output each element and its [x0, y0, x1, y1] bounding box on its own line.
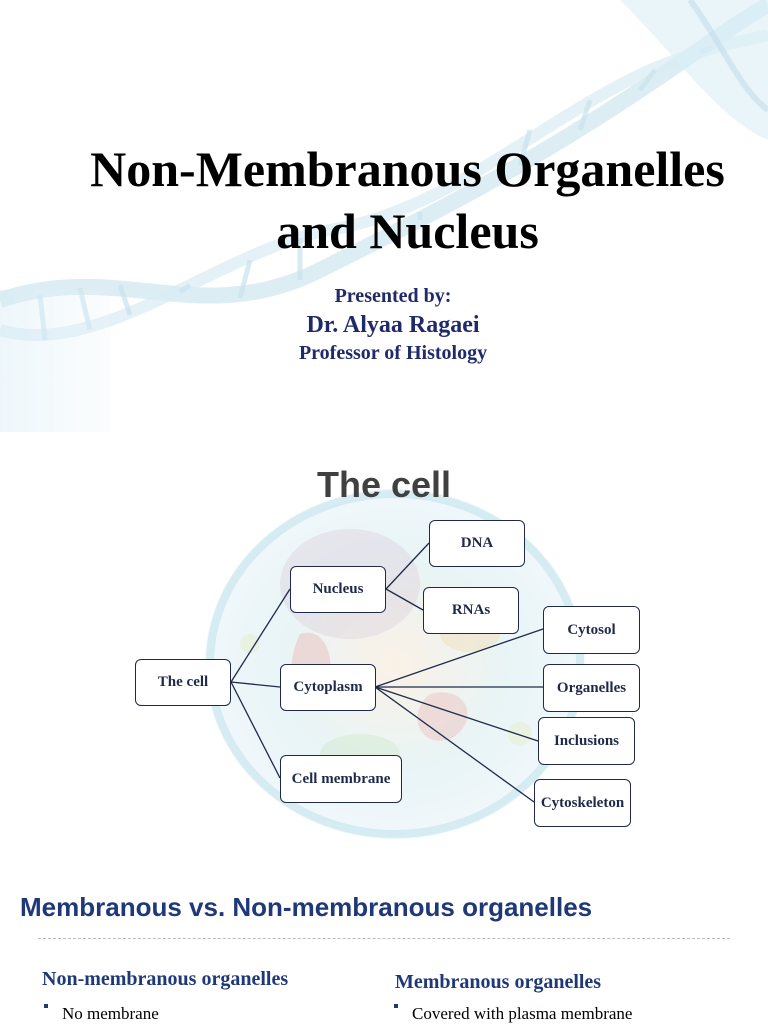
comparison-slide: Membranous vs. Non-membranous organelles…: [0, 866, 768, 1024]
diagram-connectors: [230, 542, 544, 803]
membranous-bullet-text: Covered with plasma membrane: [412, 1004, 633, 1023]
title-line-1: Non-Membranous Organelles: [90, 141, 725, 197]
non-membranous-bullet-text: No membrane: [62, 1004, 159, 1023]
non-membranous-heading: Non-membranous organelles: [42, 968, 289, 990]
node-organelles: Organelles: [543, 664, 640, 712]
author-role: Professor of Histology: [298, 342, 488, 364]
bullet-icon: [44, 1004, 52, 1012]
slide-title: Non-Membranous Organelles and Nucleus: [40, 138, 768, 262]
node-cytoskeleton: Cytoskeleton: [534, 779, 631, 827]
title-line-2: and Nucleus: [276, 203, 539, 259]
non-membranous-bullet: No membrane: [44, 1004, 159, 1024]
node-rnas: RNAs: [423, 587, 519, 634]
cell-diagram-slide: The cell The cell Nucleus Cytoplasm Cell…: [0, 434, 768, 864]
node-nucleus: Nucleus: [290, 566, 386, 613]
dna-helix-background: [0, 0, 768, 432]
node-cytosol: Cytosol: [543, 606, 640, 654]
node-cell-membrane: Cell membrane: [280, 755, 402, 803]
membranous-bullet: Covered with plasma membrane: [394, 1004, 632, 1024]
node-inclusions: Inclusions: [538, 717, 635, 765]
membranous-heading: Membranous organelles: [395, 971, 602, 993]
title-divider: [38, 938, 730, 939]
node-cytoplasm: Cytoplasm: [280, 664, 376, 711]
bullet-icon: [394, 1004, 402, 1012]
presented-by-label: Presented by:: [334, 285, 452, 307]
slide-title: Membranous vs. Non-membranous organelles: [20, 892, 593, 922]
node-the-cell: The cell: [135, 659, 231, 706]
title-slide: Non-Membranous Organelles and Nucleus Pr…: [0, 0, 768, 432]
node-dna: DNA: [429, 520, 525, 567]
author-name: Dr. Alyaa Ragaei: [306, 312, 480, 338]
slide-title: The cell: [316, 464, 452, 505]
